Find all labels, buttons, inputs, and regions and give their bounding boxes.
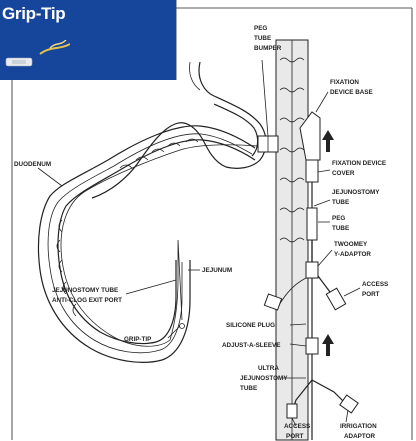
peg-tube-body — [307, 208, 317, 240]
arrow-up-icon-lower — [322, 334, 334, 356]
label-twoomey-y-adaptor: TWOOMEY Y-ADAPTOR — [334, 241, 371, 258]
label-jejunostomy-tube-right: JEJUNOSTOMY TUBE — [332, 189, 381, 206]
fixation-cover — [306, 160, 318, 182]
label-peg-tube: PEG TUBE — [332, 215, 349, 232]
jejunostomy-tube-path — [61, 145, 258, 346]
label-anti-clog-exit-port: JEJUNOSTOMY TUBE ANTI-CLOG EXIT PORT — [52, 287, 122, 304]
label-silicone-plug: SILICONE PLUG — [226, 322, 275, 329]
label-adjust-a-sleeve: ADJUST-A-SLEEVE — [222, 342, 280, 349]
grip-tip-tail — [178, 240, 182, 320]
label-duodenum: DUODENUM — [14, 161, 51, 168]
y-adaptor — [306, 262, 318, 278]
access-port-bottom-shape — [287, 404, 297, 418]
label-fixation-device-cover: FIXATION DEVICE COVER — [332, 160, 388, 177]
ultra-tube-branch-right — [312, 380, 346, 404]
duodenum-outer — [38, 126, 255, 363]
label-fixation-device-base: FIXATION DEVICE BASE — [330, 79, 373, 96]
badge-title: Grip-Tip — [2, 4, 65, 24]
label-irrigation-adaptor: IRRIGATION ADAPTOR — [340, 423, 378, 440]
adjust-a-sleeve-shape — [306, 338, 318, 354]
label-jejunum: JEJUNUM — [202, 267, 232, 274]
duodenum-inner — [58, 140, 255, 344]
label-peg-tube-bumper: PEG TUBE BUMPER — [254, 25, 282, 52]
grip-tip-product-photo — [0, 40, 70, 74]
label-grip-tip: GRIP-TIP — [124, 336, 151, 343]
grip-tip-shape — [180, 324, 185, 329]
irrigation-adaptor-shape — [340, 395, 358, 413]
stomach-top — [189, 62, 200, 90]
stomach-outline — [92, 62, 266, 198]
label-access-port-right: ACCESS PORT — [362, 281, 390, 298]
product-badge: Grip-Tip — [0, 0, 176, 80]
duodenum-wall — [48, 134, 252, 353]
arrow-up-icon — [322, 130, 334, 152]
